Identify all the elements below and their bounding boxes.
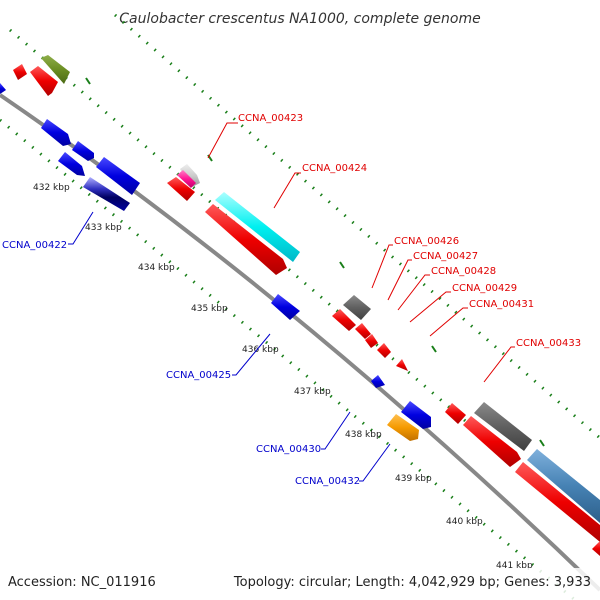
gene-label-ccna-00422[interactable]: CCNA_00422 bbox=[2, 240, 67, 251]
gene-label-ccna-00425[interactable]: CCNA_00425 bbox=[166, 370, 231, 381]
gene-arrow[interactable] bbox=[332, 309, 356, 331]
label-leader-forward bbox=[387, 259, 412, 301]
topology-text: Topology: circular; Length: 4,042,929 bp… bbox=[233, 575, 591, 590]
label-leader-forward bbox=[207, 122, 238, 159]
gene-arrow[interactable] bbox=[0, 83, 6, 94]
gene-arrow[interactable] bbox=[365, 334, 378, 348]
label-leader-reverse bbox=[68, 211, 94, 245]
gene-arrow[interactable] bbox=[41, 119, 71, 146]
gene-arrow[interactable] bbox=[271, 294, 300, 320]
gene-label-leaders bbox=[68, 122, 515, 482]
gene-arrow[interactable] bbox=[30, 66, 58, 96]
gene-label-ccna-00429[interactable]: CCNA_00429 bbox=[452, 283, 517, 294]
gene-arrow[interactable] bbox=[41, 55, 70, 84]
kbp-label: 434 kbp bbox=[138, 263, 175, 273]
gene-arrow[interactable] bbox=[592, 541, 600, 556]
label-leader-forward bbox=[429, 307, 468, 337]
gene-arrow[interactable] bbox=[13, 64, 27, 80]
label-leader-forward bbox=[483, 346, 515, 383]
gene-arrow[interactable] bbox=[387, 414, 419, 441]
gene-arrow[interactable] bbox=[205, 204, 287, 275]
label-leader-forward bbox=[397, 274, 430, 311]
reverse-strand-genes bbox=[0, 83, 431, 441]
gene-arrow[interactable] bbox=[167, 177, 195, 201]
gene-arrow[interactable] bbox=[474, 402, 532, 451]
gene-arrow[interactable] bbox=[72, 141, 94, 161]
label-leader-forward bbox=[371, 244, 393, 289]
gene-label-ccna-00431[interactable]: CCNA_00431 bbox=[469, 299, 534, 310]
gene-arrow[interactable] bbox=[401, 401, 431, 429]
label-leader-reverse bbox=[321, 411, 351, 450]
accession-text: Accession: NC_011916 bbox=[8, 575, 156, 590]
footer-backdrop bbox=[0, 568, 600, 600]
gene-arrow[interactable] bbox=[58, 152, 85, 176]
gene-label-ccna-00428[interactable]: CCNA_00428 bbox=[431, 266, 496, 277]
kbp-label: 433 kbp bbox=[85, 223, 122, 233]
inner-tick-ring bbox=[0, 118, 576, 600]
forward-strand-genes bbox=[13, 55, 600, 556]
label-leader-forward bbox=[409, 291, 451, 323]
gene-arrow[interactable] bbox=[377, 343, 391, 358]
green-tick-rings bbox=[0, 13, 600, 600]
gene-label-ccna-00423[interactable]: CCNA_00423 bbox=[238, 113, 303, 124]
gene-arrow[interactable] bbox=[96, 157, 140, 195]
major-tick bbox=[431, 345, 437, 353]
gene-arrow[interactable] bbox=[527, 449, 600, 523]
major-tick bbox=[339, 261, 345, 269]
gene-label-ccna-00426[interactable]: CCNA_00426 bbox=[394, 236, 459, 247]
genome-backbone bbox=[0, 93, 600, 592]
kbp-label: 432 kbp bbox=[33, 183, 70, 193]
gene-arrow[interactable] bbox=[355, 323, 371, 339]
gene-arrow[interactable] bbox=[445, 403, 466, 424]
label-leader-reverse bbox=[359, 443, 391, 482]
gene-arrow[interactable] bbox=[343, 295, 371, 320]
major-tick bbox=[539, 439, 545, 447]
gene-arrow[interactable] bbox=[177, 170, 196, 188]
gene-labels: CCNA_00423 CCNA_00424 CCNA_00426 CCNA_00… bbox=[2, 113, 581, 487]
gene-arrow[interactable] bbox=[83, 177, 130, 211]
kbp-label: 439 kbp bbox=[395, 474, 432, 484]
label-leader-reverse bbox=[232, 333, 271, 376]
gene-arrow[interactable] bbox=[396, 359, 408, 371]
gene-arrow[interactable] bbox=[371, 375, 385, 388]
kbp-label: 441 kbp bbox=[496, 561, 533, 571]
kbp-label: 435 kbp bbox=[191, 304, 228, 314]
kbp-label: 437 kbp bbox=[294, 387, 331, 397]
map-title: Caulobacter crescentus NA1000, complete … bbox=[119, 11, 480, 27]
gene-label-ccna-00424[interactable]: CCNA_00424 bbox=[302, 163, 367, 174]
kbp-label: 440 kbp bbox=[446, 517, 483, 527]
major-tick bbox=[85, 77, 91, 85]
gene-label-ccna-00430[interactable]: CCNA_00430 bbox=[256, 444, 321, 455]
gene-label-ccna-00433[interactable]: CCNA_00433 bbox=[516, 338, 581, 349]
gene-arrow[interactable] bbox=[180, 164, 200, 187]
label-leader-forward bbox=[273, 172, 301, 209]
gene-label-ccna-00427[interactable]: CCNA_00427 bbox=[413, 251, 478, 262]
kbp-scale-labels: 432 kbp 433 kbp 434 kbp 435 kbp 436 kbp … bbox=[33, 183, 533, 571]
outer-tick-ring bbox=[9, 28, 591, 530]
gene-label-ccna-00432[interactable]: CCNA_00432 bbox=[295, 476, 360, 487]
kbp-label: 436 kbp bbox=[242, 345, 279, 355]
upper-tick-ring bbox=[114, 13, 600, 440]
gene-arrow[interactable] bbox=[215, 192, 300, 262]
gene-arrow[interactable] bbox=[463, 416, 521, 467]
gene-arrow[interactable] bbox=[515, 462, 600, 542]
kbp-label: 438 kbp bbox=[345, 430, 382, 440]
